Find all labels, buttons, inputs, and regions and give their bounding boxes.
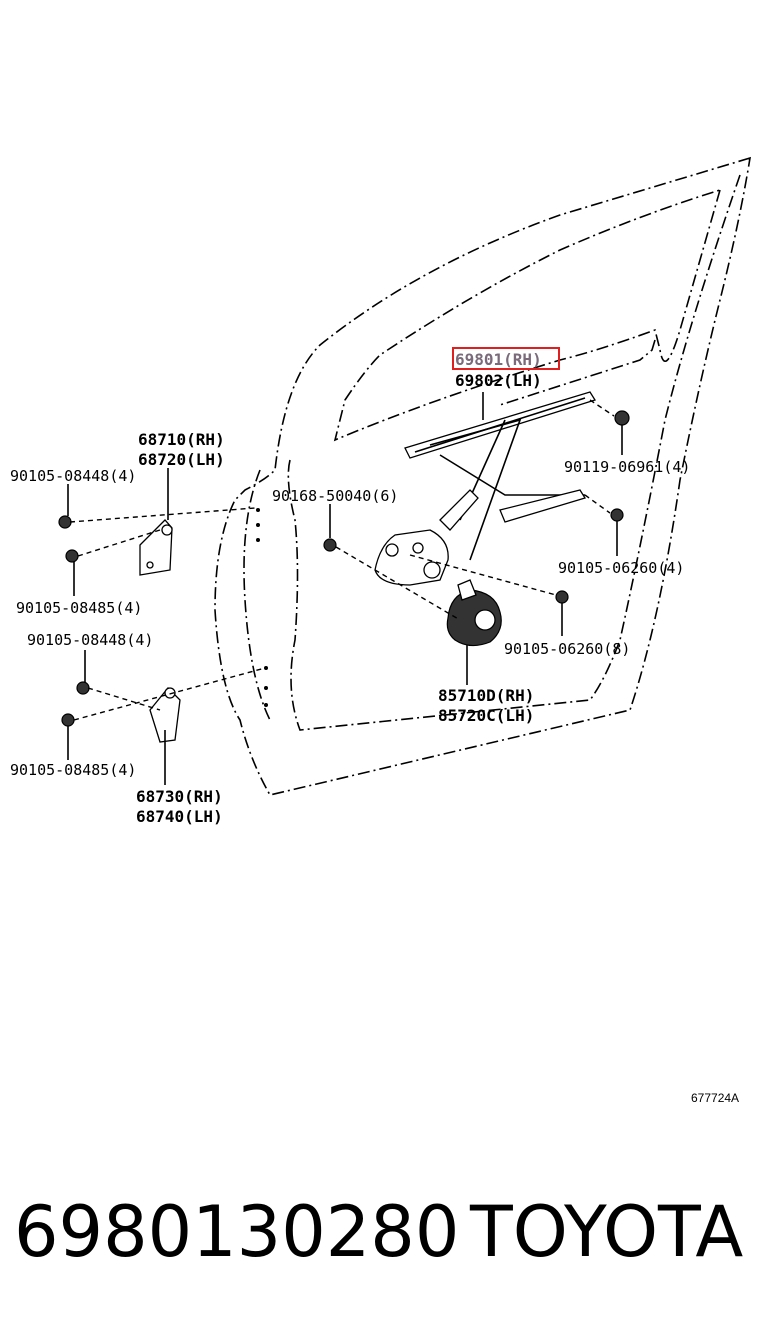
label-bolt-lower-bottom[interactable]: 90105-08485(4) xyxy=(10,761,136,779)
footer-brand: TOYOTA xyxy=(469,1191,743,1273)
window-regulator xyxy=(374,391,596,586)
label-regulator-lh[interactable]: 69802(LH) xyxy=(455,371,542,390)
label-hinge-upper-rh[interactable]: 68710(RH) xyxy=(138,430,225,449)
assembly-lines xyxy=(69,399,615,721)
label-bolt-right-low[interactable]: 90105-06260(8) xyxy=(504,640,630,658)
lower-hinge xyxy=(149,687,181,743)
label-motor-rh[interactable]: 85710D(RH) xyxy=(438,686,534,705)
label-hinge-upper-lh[interactable]: 68720(LH) xyxy=(138,450,225,469)
label-bolt-upper-top[interactable]: 90105-08448(4) xyxy=(10,467,136,485)
regulator-motor xyxy=(446,579,502,647)
label-bolt-lower-top[interactable]: 90105-08448(4) xyxy=(27,631,153,649)
label-hinge-lower-lh[interactable]: 68740(LH) xyxy=(136,807,223,826)
highlight-box xyxy=(452,347,560,370)
label-bolt-upper-bottom[interactable]: 90105-08485(4) xyxy=(16,599,142,617)
upper-hinge xyxy=(139,519,173,576)
diagram-reference-code: 677724A xyxy=(691,1091,739,1105)
footer-part-number: 6980130280 xyxy=(14,1191,459,1273)
door-outline xyxy=(214,156,751,796)
label-bolt-right-top[interactable]: 90119-06961(4) xyxy=(564,458,690,476)
label-motor-lh[interactable]: 85720C(LH) xyxy=(438,706,534,725)
leader-lines xyxy=(67,392,623,785)
label-bolt-center[interactable]: 90168-50040(6) xyxy=(272,487,398,505)
label-bolt-right-mid[interactable]: 90105-06260(4) xyxy=(558,559,684,577)
label-regulator-rh[interactable]: 69801(RH) xyxy=(455,350,542,369)
label-hinge-lower-rh[interactable]: 68730(RH) xyxy=(136,787,223,806)
